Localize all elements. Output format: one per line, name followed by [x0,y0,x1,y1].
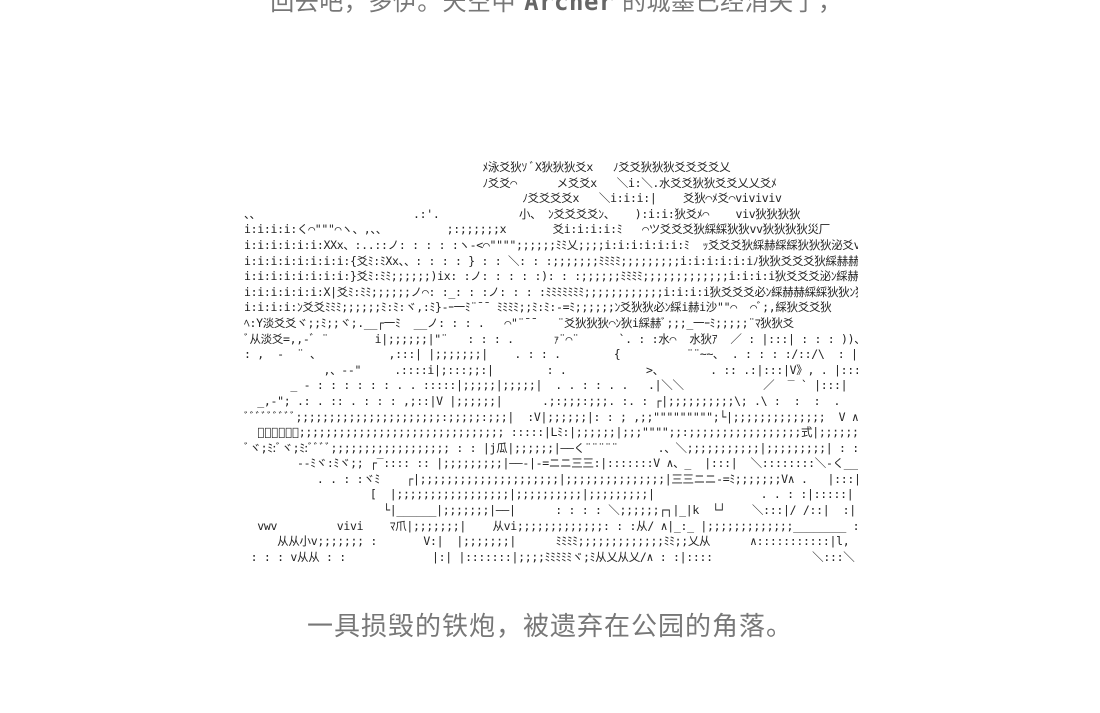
caption-text: 一具损毁的铁炮，被遗弃在公园的角落。 [306,612,793,642]
ascii-art-line: ﾉ爻爻⌒ メ爻爻x ＼i:＼.水爻爻狄狄爻爻乂乂爻ﾒ [244,175,777,190]
ascii-art-line: ﾞ从淡爻=,,-ﾞ ¨ i|;;;;;;|"¨ : : : . ｧ¨⌒¨ `. … [244,331,858,346]
ascii-art-line: : , ‐ ¨ ､ ,:::| |;;;;;;;| . : : . { ¨¨~~… [244,347,858,362]
ascii-art-line: ﾍ:Y淡爻爻ヾ;;ﾐ;;ヾ;.__┌一ﾐ __ノ: : : . ⌒"¨¯¯ ¨爻… [244,315,794,330]
top-narration-after: 的城墨已经消失了， [613,0,843,16]
top-narration-before: “回去吧，多伊。”天空中 [257,0,525,16]
ascii-art-line: i:i:i:i:i:i:i:i:}爻ﾐ:ﾐﾐ;;;;;;)ix: :ノ: : :… [244,269,858,284]
ascii-art-line: . . : :ヾﾐ ┌|;;;;;;;;;;;;;;;;;;;;;|;;;;;;… [316,471,858,486]
ascii-art-line: ,、-‐" .::::i|;:::;;:| : . >、 . :: .:|:::… [323,362,858,377]
ascii-art-line: ‐‐ﾐヾ:ﾐヾ;; ┌‾:::: :: |;;;;;;;;;|――-|‐=ニニ三… [296,456,858,471]
ascii-art-line: └|______|;;;;;;;|――| : : : : ＼;;;;;;┌┐|_… [383,503,856,518]
ascii-art-line: i:i:i:i:く⌒"""⌒ヽ、,、、 ;:;;;;;;x 爻i:i:i:i:ﾐ… [244,222,830,237]
top-narration-name: Archer [524,0,614,16]
ascii-art-illustration: ﾒ泳爻狄ｿ ﾞX狄狄狄爻x ﾉ爻爻狄狄狄爻爻爻爻乂 ﾉ爻爻⌒ メ爻爻x ＼i:＼… [244,160,858,590]
ascii-art-line: ﾞヾ;ﾐ:ﾞヾ;ﾐ:ﾞﾞﾞﾞ;;;;;;;;;;;;;;;;;; : : |j瓜… [244,440,858,455]
ascii-art-line: _,-"; .: . :: . : : : ,;::|V |;;;;;;| .;… [257,393,841,408]
ascii-art-line: : : : v从从 : : |:| |:::::::|;;;;ﾐﾐﾐﾐﾐヾ;ﾐ从… [250,549,855,564]
ascii-art-line: i:i:i:i:ﾝ爻爻ﾐﾐﾐ;;;;;;ﾐ:ﾐ:ヾ,:ﾐ}-ｰ一ﾐ¨¯¯ ﾐﾐﾐ… [244,300,832,315]
ascii-art-line: _ - : : : : : : . . :::::|;;;;;|;;;;;| .… [290,378,848,393]
ascii-art-line: [ |;;;;;;;;;;;;;;;;;|;;;;;;;;;;|;;;;;;;;… [369,487,854,502]
ascii-art-line: i:i:i:i:i:i:XXx、:..::ノ: : : : :ヽ‐<⌒"""";… [244,237,858,252]
ascii-art-line: ﾞﾞﾞﾞﾞﾞﾞﾞﾞ;;;;;;;;;;;;;;;;;;;;;;:;;;;;:;;… [244,409,858,424]
ascii-art-line: ﾒ泳爻狄ｿ ﾞX狄狄狄爻x ﾉ爻爻狄狄狄爻爻爻爻乂 [244,160,731,174]
ascii-art-line: ﾞﾞﾞﾞﾞﾞ;;;;;;;;;;;;;;;;;;;;;;;;;;;;;;; ::… [250,425,858,440]
ascii-art-line: vwv vivi ﾏ爪|;;;;;;;| 从vi;;;;;;;;;;;;;: :… [257,518,858,533]
ascii-art-line: 从从小v;;;;;;; : V:| |;;;;;;;| ﾐﾐﾐﾐ;;;;;;;;… [277,534,850,549]
ascii-art-line: ﾉ爻爻爻爻x ＼i:i:i:| 爻狄⌒ﾒ爻⌒viviviv [244,191,782,206]
ascii-art-line: i:i:i:i:i:i:X|爻ﾐ:ﾐﾐ;;;;;;ノ⌒: :_: : :ノ: :… [244,284,858,299]
ascii-art-line: 、、 .:'. 小、 ﾝ爻爻爻爻ﾝ、 ):i:i:狄爻ﾒ⌒ viv狄狄狄狄 [244,206,801,221]
ascii-art-text: ﾒ泳爻狄ｿ ﾞX狄狄狄爻x ﾉ爻爻狄狄狄爻爻爻爻乂 ﾉ爻爻⌒ メ爻爻x ＼i:＼… [244,160,858,565]
top-narration-line: “回去吧，多伊。”天空中 Archer 的城墨已经消失了， [0,0,1100,17]
ascii-art-line: i:i:i:i:i:i:i:i:{爻ﾐ:ﾐXx、、: : : : } : : ＼… [244,253,858,268]
